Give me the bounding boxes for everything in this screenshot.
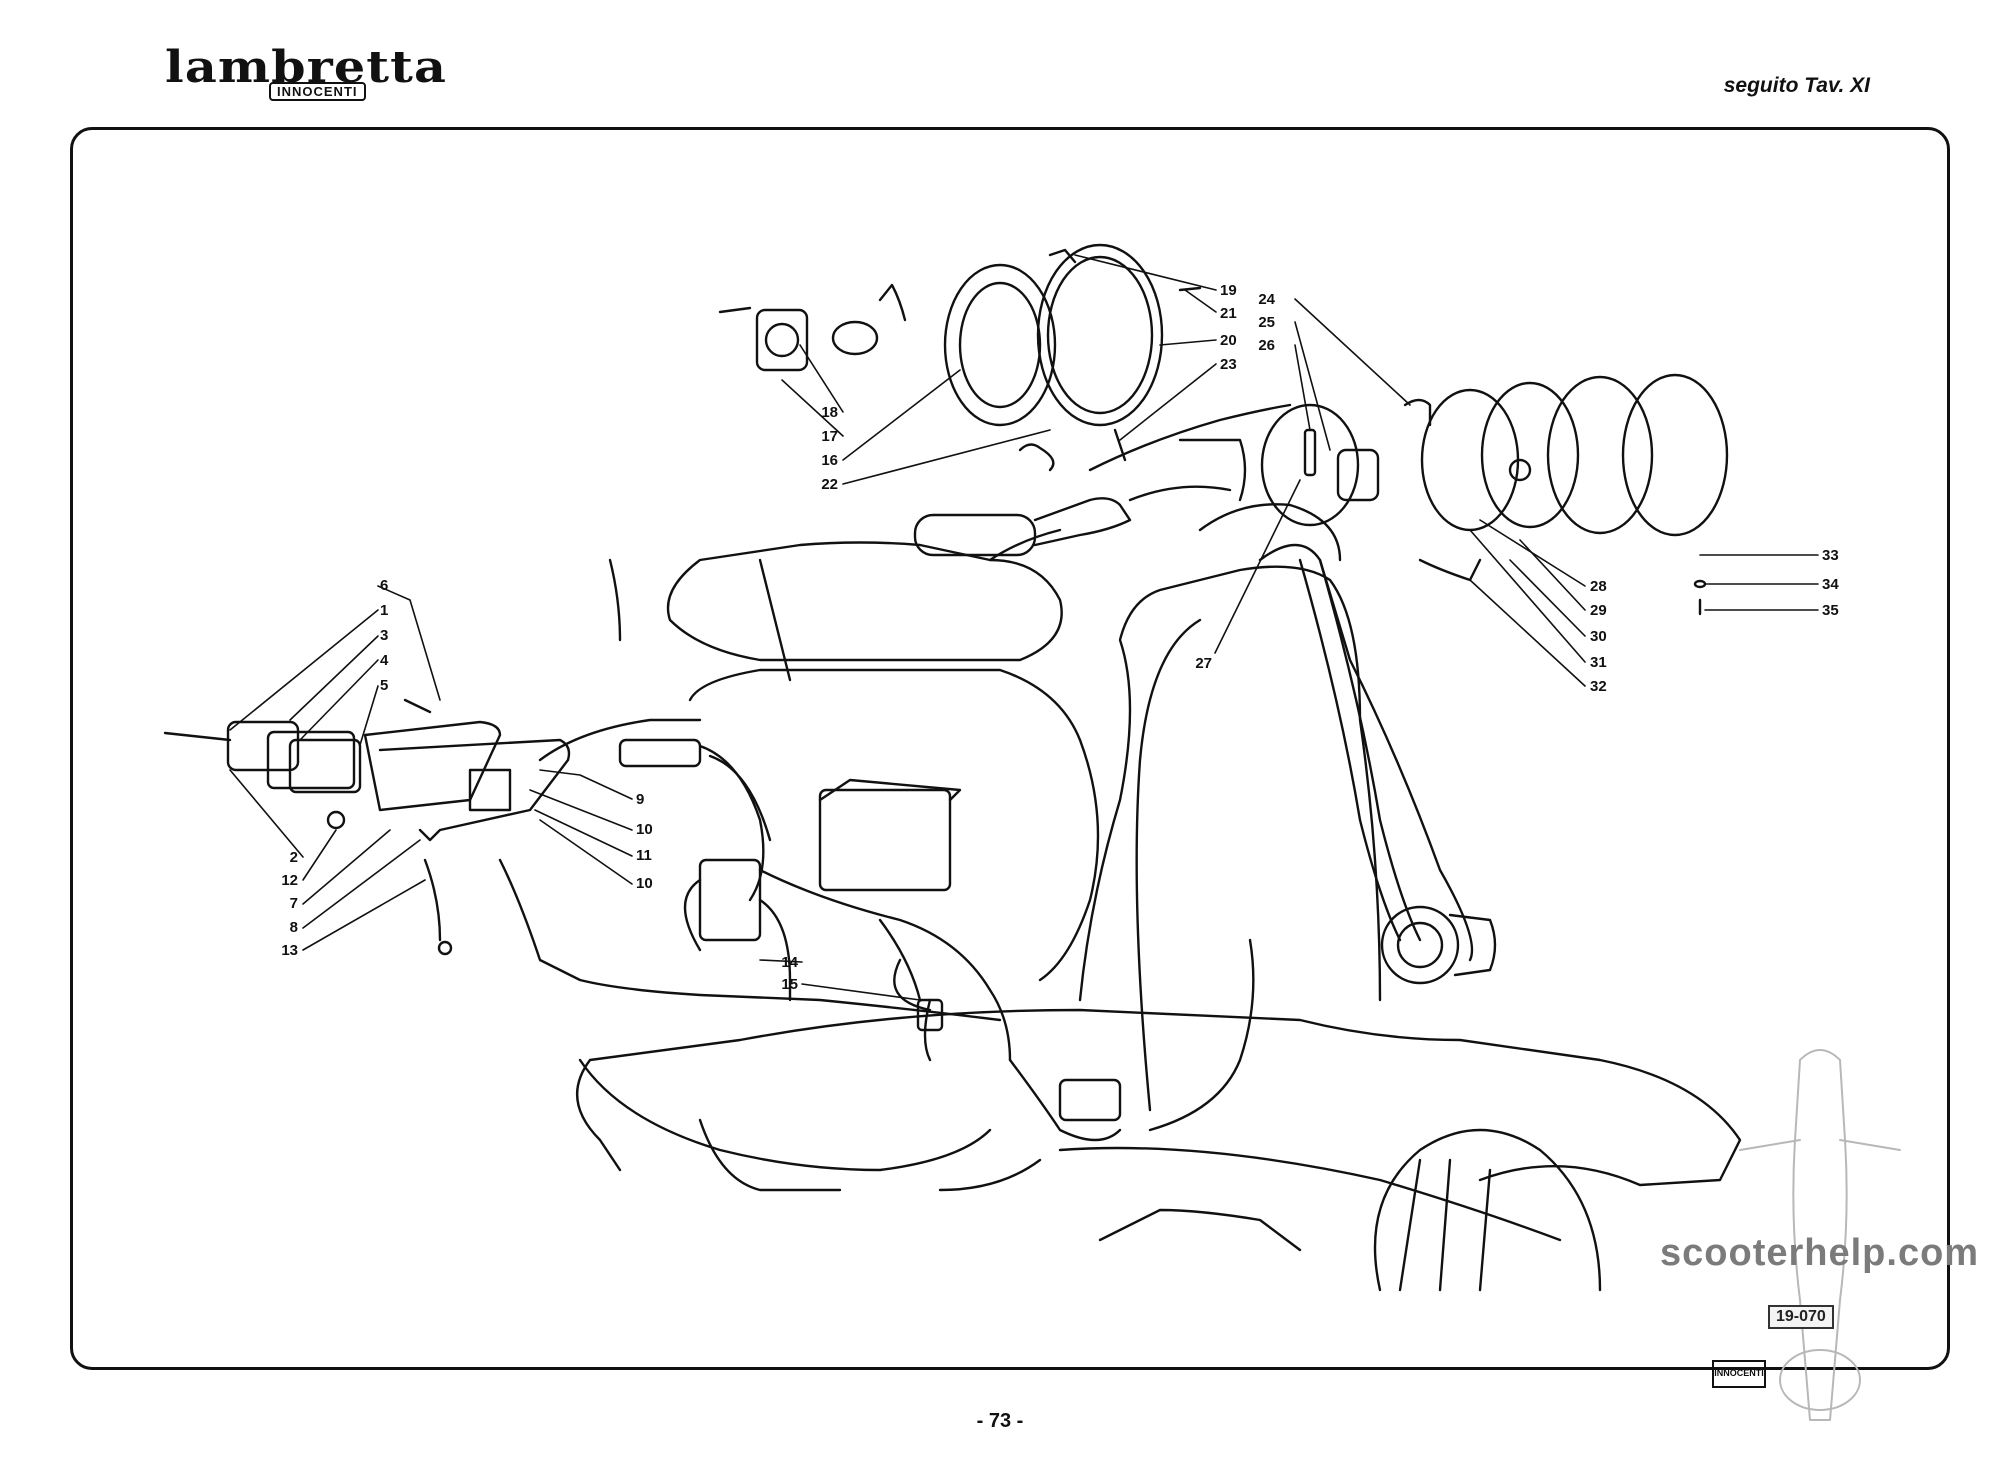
callout: 35 bbox=[1822, 602, 1839, 619]
handlebar bbox=[913, 403, 1292, 562]
callout: 22 bbox=[821, 476, 838, 493]
callout: 16 bbox=[821, 452, 838, 469]
brand-sub-label: INNOCENTI bbox=[269, 82, 366, 101]
callout: 30 bbox=[1590, 628, 1607, 645]
electrical-components bbox=[618, 738, 1255, 1142]
callout: 26 bbox=[1258, 337, 1275, 354]
scooter-watermark-graphic bbox=[1739, 1049, 1901, 1421]
headlight-group-upper bbox=[718, 243, 1202, 472]
callout: 24 bbox=[1258, 291, 1275, 308]
callout: 23 bbox=[1220, 356, 1237, 373]
scooter-outline bbox=[498, 438, 1742, 1292]
leader-lines bbox=[229, 254, 1819, 1001]
callout: 2 bbox=[290, 849, 298, 866]
callout: 13 bbox=[281, 942, 298, 959]
callout: 32 bbox=[1590, 678, 1607, 695]
brand-wordmark: lambretta bbox=[165, 42, 448, 93]
callout: 1 bbox=[380, 602, 388, 619]
callout: 27 bbox=[1195, 655, 1212, 672]
callout: 15 bbox=[781, 976, 798, 993]
callout: 14 bbox=[781, 954, 798, 971]
lambretta-logo: lambretta INNOCENTI bbox=[165, 42, 446, 101]
callout: 7 bbox=[290, 895, 298, 912]
callout: 29 bbox=[1590, 602, 1607, 619]
callout: 34 bbox=[1822, 576, 1839, 593]
tail-light-assembly bbox=[163, 698, 571, 956]
callout: 4 bbox=[380, 652, 389, 669]
callout: 28 bbox=[1590, 578, 1607, 595]
page-number: - 73 - bbox=[976, 1410, 1024, 1432]
callout: 8 bbox=[290, 919, 298, 936]
horn-assembly bbox=[1380, 905, 1497, 985]
headlight-group-right bbox=[1260, 373, 1729, 616]
watermark-badge: 19-070 bbox=[1768, 1305, 1834, 1329]
innocenti-stamp: INNOCENTI bbox=[1712, 1360, 1766, 1388]
callout: 11 bbox=[636, 847, 652, 864]
section-reference: seguito Tav. XI bbox=[1723, 74, 1870, 97]
callout: 5 bbox=[380, 677, 388, 694]
callout: 31 bbox=[1590, 654, 1607, 671]
callout: 9 bbox=[636, 791, 644, 808]
callout: 3 bbox=[380, 627, 388, 644]
callout: 25 bbox=[1258, 314, 1275, 331]
callout: 12 bbox=[281, 872, 298, 889]
callout: 21 bbox=[1220, 305, 1237, 322]
diagram-frame bbox=[70, 127, 1950, 1370]
callout: 33 bbox=[1822, 547, 1839, 564]
callout-labels: 6 1 3 4 5 2 12 7 8 13 9 10 11 10 14 15 1… bbox=[281, 282, 1839, 993]
callout: 17 bbox=[821, 428, 838, 445]
watermark-site: scooterhelp.com bbox=[1660, 1232, 1980, 1274]
callout: 20 bbox=[1220, 332, 1237, 349]
callout: 18 bbox=[821, 404, 838, 421]
callout: 6 bbox=[380, 577, 388, 594]
callout: 10 bbox=[636, 821, 653, 838]
callout: 19 bbox=[1220, 282, 1237, 299]
callout: 10 bbox=[636, 875, 653, 892]
